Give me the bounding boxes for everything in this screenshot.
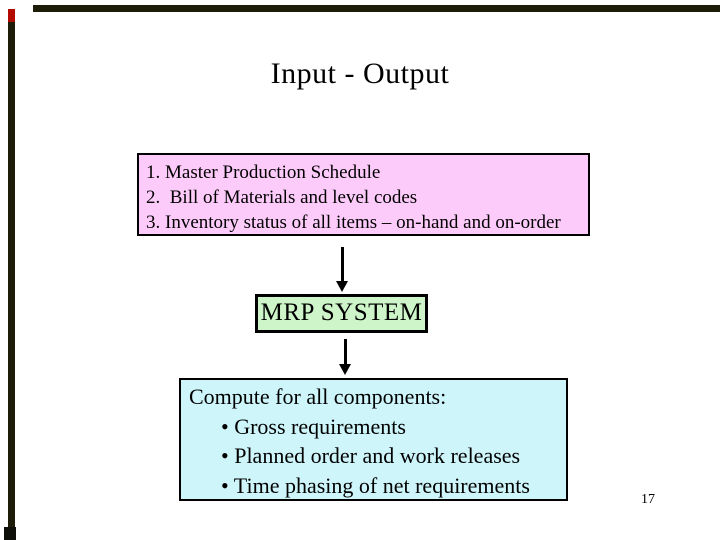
arrow-mrp-to-outputs-head-icon xyxy=(339,364,351,375)
input-item-bill-of-materials: 2. Bill of Materials and level codes xyxy=(146,187,418,208)
arrow-inputs-to-mrp-shaft xyxy=(341,247,344,282)
outputs-box: Compute for all components: • Gross requ… xyxy=(179,378,568,501)
page-number: 17 xyxy=(641,492,655,507)
slide-edge-left-line xyxy=(8,9,15,540)
inputs-box: 1. Master Production Schedule 2. Bill of… xyxy=(137,153,590,236)
mrp-system-box: MRP SYSTEM xyxy=(255,294,428,333)
input-item-inventory-status: 3. Inventory status of all items – on-ha… xyxy=(146,212,561,233)
arrow-inputs-to-mrp-head-icon xyxy=(336,281,348,292)
output-bullet-time-phasing: • Time phasing of net requirements xyxy=(221,472,530,498)
output-bullet-gross-requirements: • Gross requirements xyxy=(221,413,406,439)
output-bullet-planned-order-releases: • Planned order and work releases xyxy=(221,443,521,468)
slide-edge-red-mark xyxy=(8,9,15,22)
slide-edge-bottom-mark xyxy=(4,527,16,540)
slide-title: Input - Output xyxy=(270,57,450,90)
input-item-master-production-schedule: 1. Master Production Schedule xyxy=(146,162,381,183)
outputs-heading: Compute for all components: xyxy=(189,384,447,409)
slide-edge-top-line xyxy=(33,5,720,12)
arrow-mrp-to-outputs-shaft xyxy=(344,339,347,365)
